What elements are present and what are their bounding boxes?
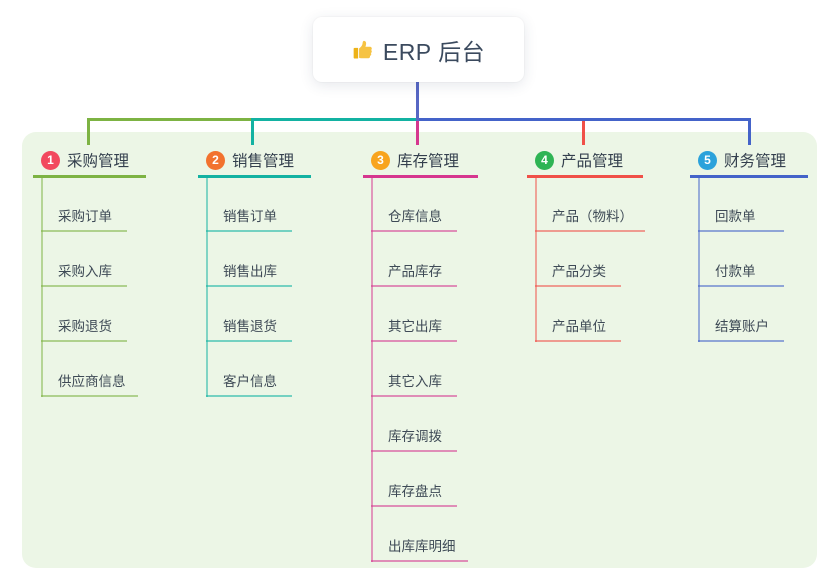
branch-underline bbox=[198, 175, 311, 178]
children-list: 回款单 付款单 结算账户 bbox=[698, 177, 784, 342]
branch-node-product[interactable]: 4 产品管理 bbox=[527, 148, 643, 172]
connector-line bbox=[251, 118, 419, 121]
children-spine bbox=[698, 177, 700, 342]
child-node[interactable]: 结算账户 bbox=[698, 287, 784, 342]
connector-line bbox=[417, 118, 751, 121]
branches-panel bbox=[22, 132, 817, 568]
connector-line bbox=[582, 118, 585, 145]
children-spine bbox=[535, 177, 537, 342]
branch-underline bbox=[527, 175, 643, 178]
child-node[interactable]: 产品分类 bbox=[535, 232, 621, 287]
branch-label: 库存管理 bbox=[397, 153, 460, 170]
connector-line bbox=[87, 118, 90, 145]
connector-line bbox=[416, 118, 419, 145]
branch-underline bbox=[33, 175, 146, 178]
child-node[interactable]: 其它入库 bbox=[371, 342, 457, 397]
child-node[interactable]: 付款单 bbox=[698, 232, 784, 287]
child-node[interactable]: 销售订单 bbox=[206, 177, 292, 232]
branch-number-badge: 5 bbox=[698, 150, 717, 170]
children-list: 销售订单 销售出库 销售退货 客户信息 bbox=[206, 177, 292, 397]
child-node[interactable]: 回款单 bbox=[698, 177, 784, 232]
child-node[interactable]: 采购入库 bbox=[41, 232, 127, 287]
child-node[interactable]: 采购订单 bbox=[41, 177, 127, 232]
child-node[interactable]: 供应商信息 bbox=[41, 342, 138, 397]
child-node[interactable]: 产品（物料） bbox=[535, 177, 645, 232]
child-node[interactable]: 客户信息 bbox=[206, 342, 292, 397]
child-node[interactable]: 销售退货 bbox=[206, 287, 292, 342]
branch-underline bbox=[690, 175, 808, 178]
branch-number-badge: 3 bbox=[371, 150, 390, 170]
connector-line bbox=[251, 118, 254, 145]
root-node[interactable]: ERP 后台 bbox=[313, 17, 524, 82]
child-node[interactable]: 采购退货 bbox=[41, 287, 127, 342]
children-list: 采购订单 采购入库 采购退货 供应商信息 bbox=[41, 177, 138, 397]
child-node[interactable]: 库存调拨 bbox=[371, 397, 457, 452]
root-node-label: ERP 后台 bbox=[382, 38, 486, 65]
branch-label: 销售管理 bbox=[232, 153, 295, 170]
branch-node-finance[interactable]: 5 财务管理 bbox=[690, 148, 808, 172]
child-node[interactable]: 销售出库 bbox=[206, 232, 292, 287]
branch-number-badge: 4 bbox=[535, 150, 554, 170]
branch-node-purchase[interactable]: 1 采购管理 bbox=[33, 148, 148, 172]
branch-node-inventory[interactable]: 3 库存管理 bbox=[363, 148, 478, 172]
child-node[interactable]: 产品单位 bbox=[535, 287, 621, 342]
connector-line bbox=[748, 118, 751, 145]
child-node[interactable]: 其它出库 bbox=[371, 287, 457, 342]
branch-number-badge: 1 bbox=[41, 150, 60, 170]
branch-underline bbox=[363, 175, 478, 178]
child-node[interactable]: 产品库存 bbox=[371, 232, 457, 287]
child-node[interactable]: 出库库明细 bbox=[371, 507, 468, 562]
children-list: 仓库信息 产品库存 其它出库 其它入库 库存调拨 库存盘点 出库库明细 bbox=[371, 177, 468, 562]
child-node[interactable]: 仓库信息 bbox=[371, 177, 457, 232]
children-spine bbox=[41, 177, 43, 397]
child-node[interactable]: 库存盘点 bbox=[371, 452, 457, 507]
children-list: 产品（物料） 产品分类 产品单位 bbox=[535, 177, 645, 342]
children-spine bbox=[206, 177, 208, 397]
children-spine bbox=[371, 177, 373, 562]
branch-label: 采购管理 bbox=[67, 153, 130, 170]
thumbs-up-icon bbox=[353, 40, 372, 59]
root-connector-stem bbox=[416, 82, 419, 121]
branch-number-badge: 2 bbox=[206, 150, 225, 170]
branch-node-sales[interactable]: 2 销售管理 bbox=[198, 148, 313, 172]
branch-label: 产品管理 bbox=[561, 153, 624, 170]
branch-label: 财务管理 bbox=[724, 153, 787, 170]
